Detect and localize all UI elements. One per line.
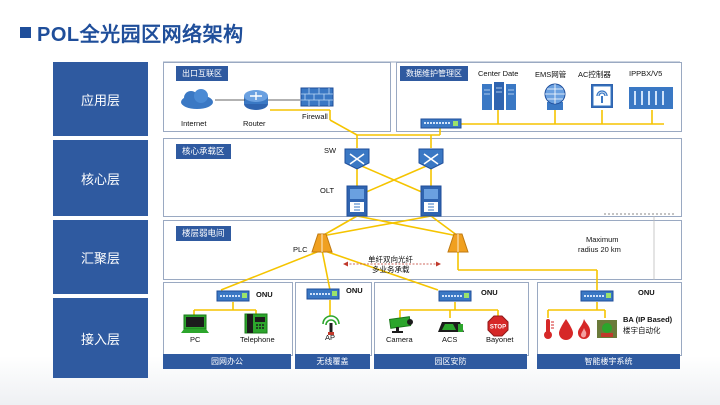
pc-icon — [181, 314, 209, 333]
layer-label-access: 接入层 — [53, 298, 148, 378]
ap-label: AP — [325, 333, 336, 342]
onu-building-icon — [580, 290, 614, 302]
fiber-label-1: 单纤双向光纤 — [368, 255, 413, 264]
onu-security-label: ONU — [481, 288, 498, 297]
ba-controller-icon — [597, 320, 617, 338]
internet-label: Internet — [181, 119, 207, 128]
telephone-icon — [244, 313, 268, 334]
link-router-firewall — [268, 99, 300, 101]
panel-title-egress: 出口互联区 — [176, 66, 228, 81]
ac-controller-label: AC控制器 — [578, 70, 611, 79]
title-bullet — [20, 27, 31, 38]
acs-label: ACS — [442, 335, 458, 344]
max-radius-label-2: radius 20 km — [578, 245, 621, 254]
fire-icon — [578, 319, 591, 339]
core-switch-right-icon — [418, 148, 444, 170]
onu-building-label: ONU — [638, 288, 655, 297]
stop-sign-icon: STOP — [487, 315, 509, 337]
ba-label-2: 楼宇自动化 — [623, 326, 661, 335]
center-date-label: Center Date — [478, 69, 519, 78]
telephone-label: Telephone — [240, 335, 275, 344]
thermometer-icon — [544, 319, 554, 339]
panel-title-core: 核心承载区 — [176, 144, 231, 159]
server-icon — [482, 82, 516, 110]
camera-icon — [388, 316, 413, 333]
olt-right-icon — [420, 185, 442, 217]
panel-title-data-mgmt: 数据维护管理区 — [400, 66, 468, 81]
water-drop-icon — [559, 319, 573, 340]
onu-wireless-icon — [306, 288, 340, 300]
link-cloud-router — [215, 99, 245, 101]
footer-wireless: 无线覆盖 — [295, 354, 370, 369]
layer-label-app: 应用层 — [53, 62, 148, 136]
footer-office: 园网办公 — [163, 354, 291, 369]
panel-title-agg: 楼层弱电间 — [176, 226, 231, 241]
olt-label: OLT — [320, 186, 335, 195]
sw-label: SW — [324, 146, 337, 155]
ems-label: EMS网管 — [535, 70, 567, 79]
onu-office-label: ONU — [256, 290, 273, 299]
onu-wireless-label: ONU — [346, 286, 363, 295]
layer-label-agg: 汇聚层 — [53, 220, 148, 294]
acs-gate-icon — [438, 322, 464, 332]
mgmt-switch-icon — [420, 118, 462, 129]
wifi-controller-icon — [591, 84, 613, 108]
bayonet-label: Bayonet — [486, 335, 514, 344]
splitter-right-icon — [447, 233, 469, 253]
camera-label: Camera — [386, 335, 413, 344]
ippbx-icon — [629, 87, 673, 109]
ap-icon — [322, 315, 340, 335]
cloud-icon — [181, 89, 213, 109]
layer-label-core: 核心层 — [53, 140, 148, 216]
splitter-left-icon — [311, 233, 333, 253]
firewall-icon — [300, 87, 334, 107]
page-title: POL全光园区网络架构 — [37, 24, 244, 46]
core-switch-left-icon — [344, 148, 370, 170]
router-icon — [244, 90, 268, 110]
globe-icon — [544, 83, 566, 110]
footer-building: 智能楼宇系统 — [537, 354, 680, 369]
firewall-label: Firewall — [302, 112, 328, 121]
svg-text:STOP: STOP — [490, 325, 506, 331]
onu-office-icon — [216, 290, 250, 302]
footer-security: 园区安防 — [374, 354, 527, 369]
olt-left-icon — [346, 185, 368, 217]
router-label: Router — [243, 119, 266, 128]
onu-security-icon — [438, 290, 472, 302]
plc-label: PLC — [293, 245, 308, 254]
pc-label: PC — [190, 335, 201, 344]
max-radius-label-1: Maximum — [586, 235, 619, 244]
ba-label-1: BA (IP Based) — [623, 315, 673, 324]
fiber-label-2: 多业务承载 — [372, 265, 410, 274]
ippbx-label: IPPBX/V5 — [629, 69, 663, 78]
